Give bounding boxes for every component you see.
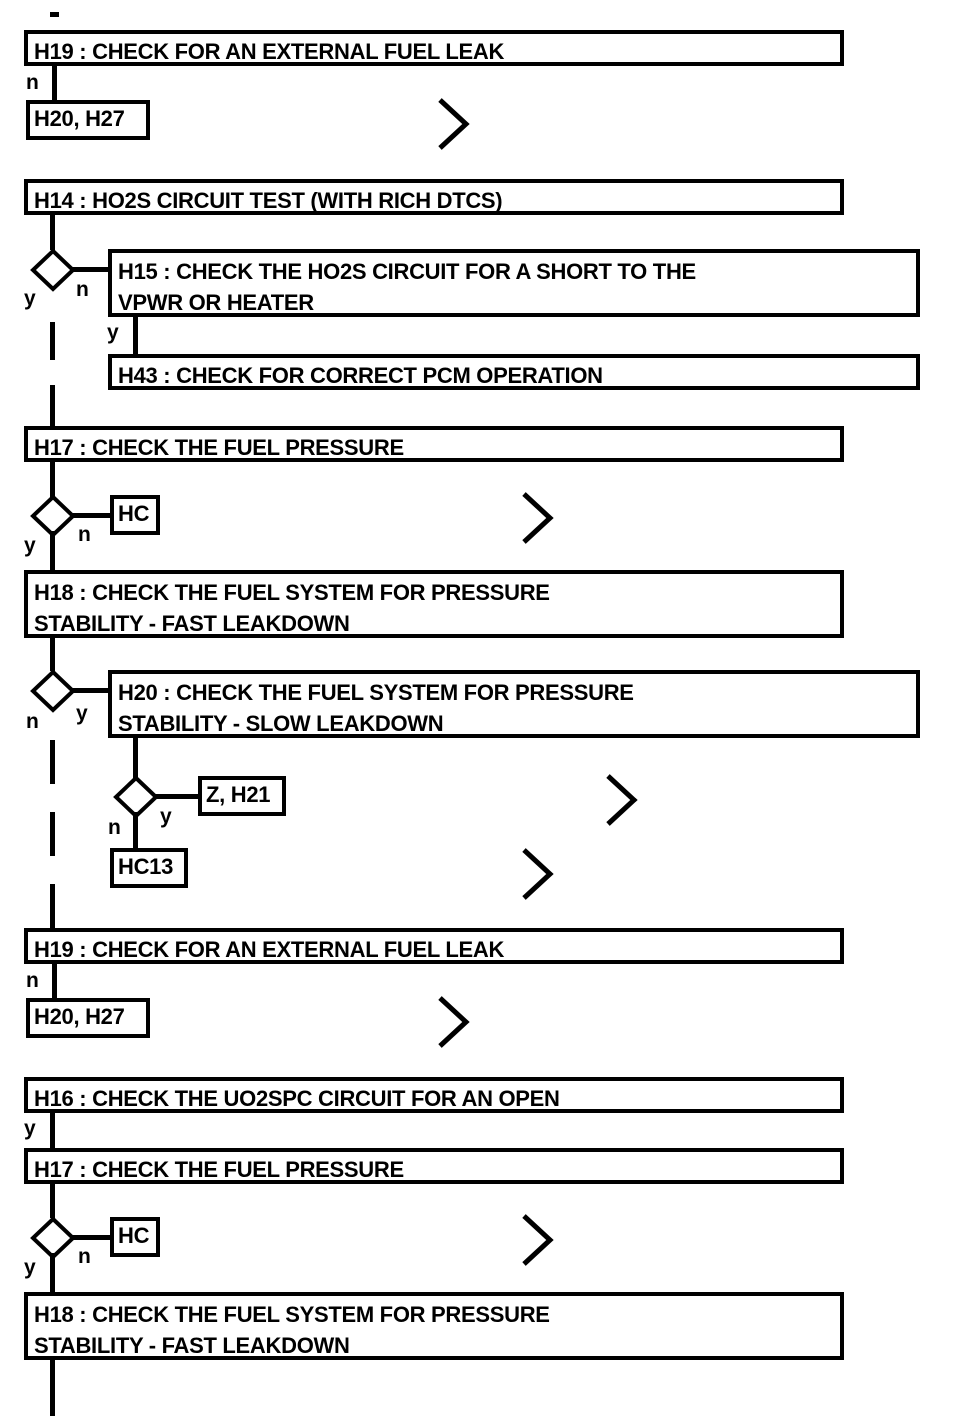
spine-segment-3a	[50, 740, 55, 784]
branch-label-y-4: y	[24, 534, 36, 557]
goto-chevron-5	[436, 994, 472, 1050]
node-h17-fuel-pressure-2[interactable]: H17 : CHECK THE FUEL PRESSURE	[24, 1148, 844, 1184]
branch-label-n-9: n	[78, 1245, 91, 1268]
spine-segment-1b	[50, 385, 55, 426]
connector-h15-to-h43	[133, 317, 138, 355]
connector-h14-to-decision	[50, 215, 55, 250]
node-h15-ho2s-short-to-vpwr[interactable]: H15 : CHECK THE HO2S CIRCUIT FOR A SHORT…	[108, 249, 920, 317]
branch-label-n-6: n	[108, 816, 121, 839]
branch-label-n-7: n	[26, 969, 39, 992]
spine-segment-1a	[50, 322, 55, 360]
connector-decision3-to-h20	[72, 688, 114, 693]
branch-label-y-8: y	[24, 1117, 36, 1140]
connector-h18-to-decision-1	[50, 638, 55, 671]
node-h19-external-fuel-leak-bottom[interactable]: H19 : CHECK FOR AN EXTERNAL FUEL LEAK	[24, 928, 844, 964]
node-h20-h27-top[interactable]: H20, H27	[26, 100, 150, 140]
connector-decision4-to-hc13	[133, 812, 138, 850]
connector-decision2-to-hc	[72, 513, 114, 518]
branch-label-n-5: n	[26, 710, 39, 733]
branch-label-n-2: n	[76, 278, 89, 301]
node-h18-fast-leakdown-1[interactable]: H18 : CHECK THE FUEL SYSTEM FOR PRESSURE…	[24, 570, 844, 638]
goto-chevron-2	[520, 490, 556, 546]
node-h43-pcm-operation[interactable]: H43 : CHECK FOR CORRECT PCM OPERATION	[108, 354, 920, 390]
node-hc-1[interactable]: HC	[110, 495, 160, 535]
connector-h17-to-decision-1	[50, 462, 55, 497]
connector-h16-to-h17	[50, 1113, 55, 1148]
node-h20-h27-bottom[interactable]: H20, H27	[26, 998, 150, 1038]
node-hc13[interactable]: HC13	[110, 848, 188, 888]
connector-h19-to-h20h27-top	[52, 66, 57, 102]
node-hc-2[interactable]: HC	[110, 1217, 160, 1257]
spine-segment-5-bottom	[50, 1360, 55, 1416]
branch-label-y-5: y	[76, 702, 88, 725]
goto-chevron-3	[604, 772, 640, 828]
branch-label-y-6: y	[160, 805, 172, 828]
branch-label-n-4: n	[78, 523, 91, 546]
node-h18-fast-leakdown-2[interactable]: H18 : CHECK THE FUEL SYSTEM FOR PRESSURE…	[24, 1292, 844, 1360]
node-h19-external-fuel-leak-top[interactable]: H19 : CHECK FOR AN EXTERNAL FUEL LEAK	[24, 30, 844, 66]
goto-chevron-6	[520, 1212, 556, 1268]
spine-segment-3b	[50, 812, 55, 856]
node-h16-uo2spc-circuit-open[interactable]: H16 : CHECK THE UO2SPC CIRCUIT FOR AN OP…	[24, 1077, 844, 1113]
spine-segment-4	[50, 1253, 55, 1292]
goto-chevron-1	[436, 96, 472, 152]
decision-diamond-3[interactable]	[30, 669, 76, 713]
connector-h20-to-decision	[133, 738, 138, 778]
connector-h17-to-decision-2	[50, 1184, 55, 1218]
branch-label-y-2: y	[24, 287, 36, 310]
connector-decision1-to-h15	[72, 267, 112, 272]
connector-h19-to-h20h27-bottom	[52, 964, 57, 1000]
branch-label-y-9: y	[24, 1256, 36, 1279]
spine-segment-3c	[50, 884, 55, 928]
node-h20-slow-leakdown[interactable]: H20 : CHECK THE FUEL SYSTEM FOR PRESSURE…	[108, 670, 920, 738]
branch-label-y-3: y	[107, 321, 119, 344]
connector-decision5-to-hc	[72, 1235, 114, 1240]
node-z-h21[interactable]: Z, H21	[198, 776, 286, 816]
node-h17-fuel-pressure-1[interactable]: H17 : CHECK THE FUEL PRESSURE	[24, 426, 844, 462]
node-h14-ho2s-circuit-test[interactable]: H14 : HO2S CIRCUIT TEST (WITH RICH DTCS)	[24, 179, 844, 215]
decision-diamond-1[interactable]	[30, 248, 76, 292]
connector-decision4-to-zh21	[155, 794, 203, 799]
spine-segment-2	[50, 531, 55, 570]
branch-label-n-1: n	[26, 71, 39, 94]
top-tick-mark	[50, 12, 59, 17]
goto-chevron-4	[520, 846, 556, 902]
